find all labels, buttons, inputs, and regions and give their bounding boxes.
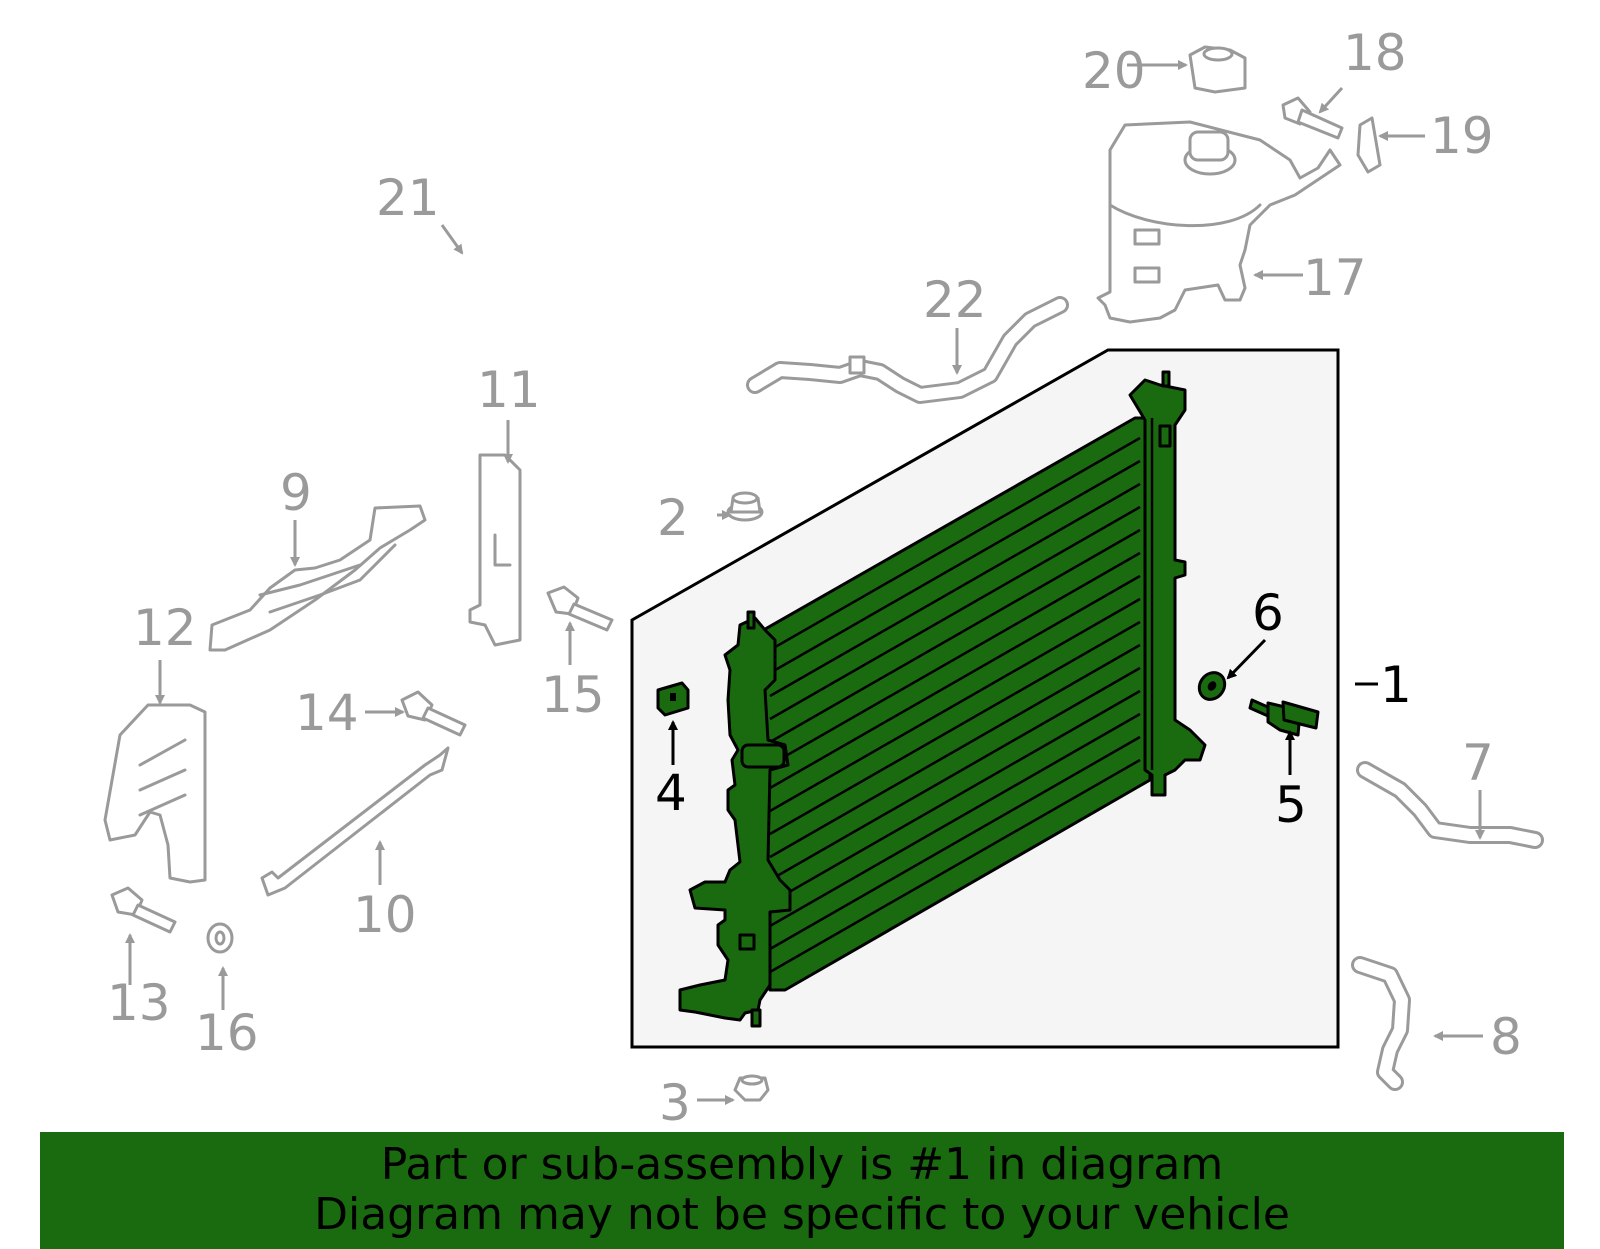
part-4-clip (656, 681, 690, 717)
arrow-18 (1318, 86, 1344, 114)
label-14: 14 (295, 684, 359, 742)
part-14-bolt (400, 690, 467, 737)
part-18-bolt (1281, 96, 1344, 140)
label-4: 4 (655, 764, 687, 822)
part-15-bolt (546, 585, 614, 632)
part-10-strip (260, 746, 450, 897)
part-20-cap (1188, 45, 1247, 94)
label-16: 16 (195, 1004, 259, 1062)
label-6: 6 (1252, 584, 1284, 642)
part-11-panel (468, 453, 522, 647)
label-22: 22 (923, 271, 987, 329)
arrow-21 (440, 224, 464, 255)
info-banner: Part or sub-assembly is #1 in diagram Di… (40, 1132, 1564, 1249)
banner-line-1: Part or sub-assembly is #1 in diagram (380, 1139, 1224, 1190)
label-13: 13 (107, 974, 171, 1032)
banner-line-2: Diagram may not be specific to your vehi… (314, 1189, 1290, 1240)
label-17: 17 (1303, 249, 1367, 307)
radiator-fins (769, 436, 1141, 974)
part-7-hose (1356, 761, 1544, 849)
label-19: 19 (1430, 107, 1494, 165)
label-1: 1 (1380, 656, 1412, 714)
label-21: 21 (376, 169, 440, 227)
part-13-bolt (110, 886, 177, 934)
part-5-sensor (1248, 698, 1320, 737)
label-18: 18 (1343, 24, 1407, 82)
label-7: 7 (1462, 734, 1494, 792)
label-3: 3 (659, 1074, 691, 1132)
part-12-deflector (103, 703, 207, 884)
part-22-hose (746, 296, 1069, 404)
label-9: 9 (280, 464, 312, 522)
label-12: 12 (133, 599, 197, 657)
part-6-seal (1197, 671, 1227, 701)
label-8: 8 (1490, 1008, 1522, 1066)
label-10: 10 (353, 886, 417, 944)
label-5: 5 (1275, 776, 1307, 834)
label-15: 15 (541, 666, 605, 724)
part-1-radiator (678, 370, 1207, 1028)
part-17-reservoir (1096, 120, 1342, 324)
part-16-nut (206, 922, 234, 954)
part-3-grommet (733, 1074, 770, 1102)
part-9-bracket (208, 504, 427, 652)
label-2: 2 (657, 489, 689, 547)
part-8-hose (1351, 956, 1411, 1091)
label-20: 20 (1082, 42, 1146, 100)
label-11: 11 (477, 361, 541, 419)
arrow-6 (1226, 638, 1267, 680)
part-2-grommet (726, 491, 764, 522)
part-21-hose (83, 50, 950, 485)
part-19-clip (1356, 116, 1382, 174)
